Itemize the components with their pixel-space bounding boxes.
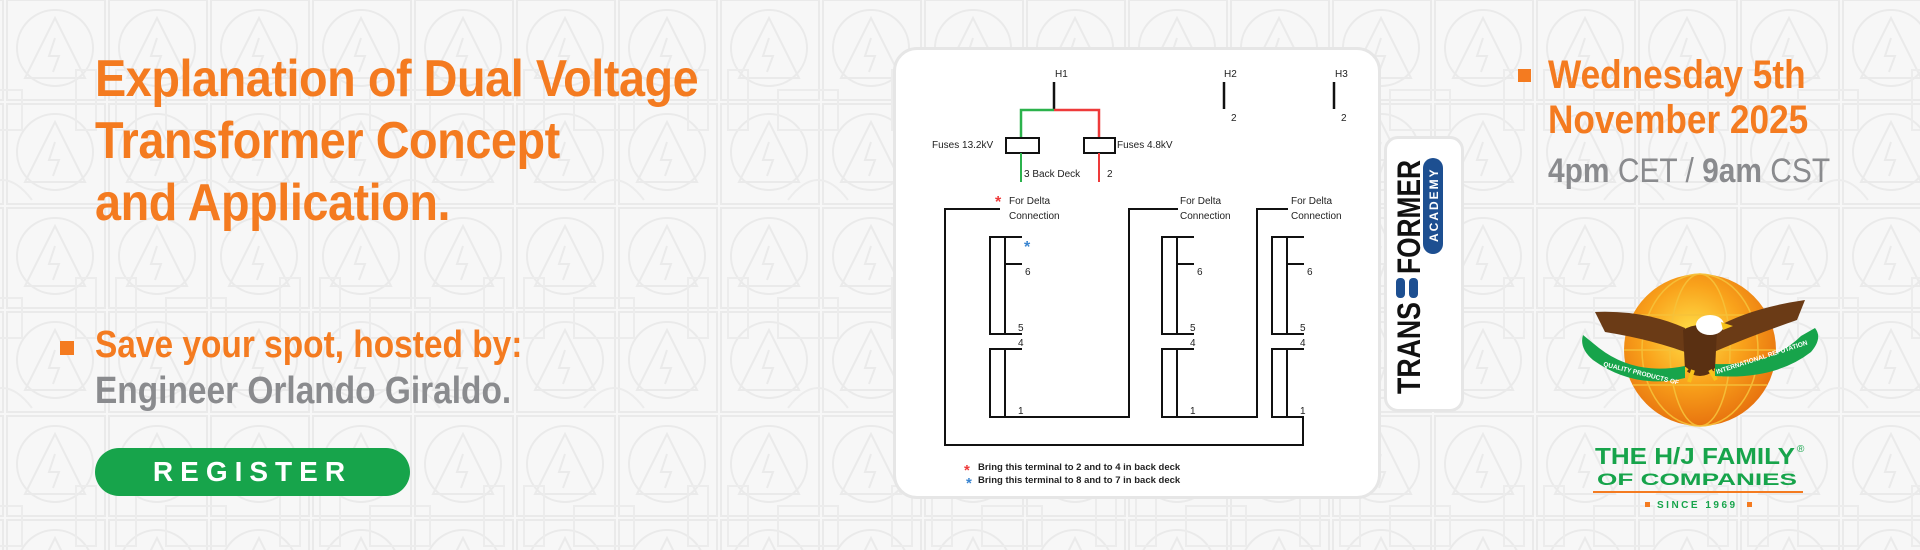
legend-line-1: Bring this terminal to 2 and to 4 in bac… <box>978 462 1181 473</box>
globe-gridlines <box>1624 273 1776 427</box>
back-deck-right-label: 2 <box>1107 169 1113 180</box>
event-month-year: November 2025 <box>1548 98 1809 142</box>
logo-word-trans: TRANS <box>1391 302 1427 394</box>
fuse-left-label: Fuses 13.2kV <box>932 140 993 151</box>
hj-name-line-2: OF COMPANIES <box>1597 470 1797 489</box>
since-dot-right <box>1747 502 1752 507</box>
delta-loop <box>944 208 1304 446</box>
logo-academy-tab <box>1423 158 1443 254</box>
coil-1-terminal-1: 1 <box>1018 406 1024 417</box>
h3-terminal: 2 <box>1341 113 1347 124</box>
hj-since: SINCE 1969 <box>1657 500 1738 511</box>
label-h1: H1 <box>1055 69 1068 80</box>
delta-label-1b: Connection <box>1009 211 1060 222</box>
label-h2: H2 <box>1224 69 1237 80</box>
host-label: Save your spot, hosted by: <box>95 324 523 366</box>
coil-groups <box>989 236 1304 418</box>
coil-3-terminal-4: 4 <box>1300 338 1306 349</box>
diagram-card <box>893 47 1381 499</box>
event-weekday-day: Wednesday 5th <box>1548 52 1806 98</box>
host-name: Engineer Orlando Giraldo. <box>95 370 512 412</box>
coil-3-terminal-5: 5 <box>1300 323 1306 334</box>
green-wire <box>1019 108 1054 138</box>
transformer-academy-logo: TRANS FORMER ACADEMY <box>1391 158 1443 394</box>
star-blue-marker: * <box>1024 239 1031 256</box>
coil-1-terminal-4: 4 <box>1018 338 1024 349</box>
coil-2-terminal-4: 4 <box>1190 338 1196 349</box>
coil-2-terminal-6: 6 <box>1197 267 1203 278</box>
fuse-13-2kv <box>1005 137 1040 154</box>
delta-label-1a: For Delta <box>1009 196 1051 207</box>
logo-word-former: FORMER <box>1391 160 1427 274</box>
eagle-icon <box>1595 300 1805 383</box>
coil-2-terminal-1: 1 <box>1190 406 1196 417</box>
coil-2-terminal-5: 5 <box>1190 323 1196 334</box>
red-wire <box>1054 108 1101 138</box>
event-zone-1: CET / <box>1617 152 1694 190</box>
since-dot-left <box>1645 502 1650 507</box>
event-times: 4pm CET / 9am CST <box>1548 151 1830 191</box>
event-time-1: 4pm <box>1548 152 1610 190</box>
bullet-square-icon <box>1518 69 1531 82</box>
label-h3: H3 <box>1335 69 1348 80</box>
headline-line-1: Explanation of Dual Voltage <box>95 50 699 108</box>
delta-star-red: * <box>995 194 1002 211</box>
event-time-2: 9am <box>1702 152 1762 190</box>
event-zone-2: CST <box>1770 152 1831 190</box>
logo-word-academy: ACADEMY <box>1427 167 1441 242</box>
legend-star-red: * <box>964 462 970 479</box>
hj-name-line-1: THE H/J FAMILY <box>1595 443 1795 469</box>
h2-terminal: 2 <box>1231 113 1237 124</box>
delta-label-3a: For Delta <box>1291 196 1333 207</box>
bullet-square-icon <box>60 341 74 355</box>
fuse-4-8kv <box>1083 137 1116 154</box>
event-day: 5th <box>1752 53 1806 97</box>
event-weekday: Wednesday <box>1548 53 1743 97</box>
hj-registered-mark: ® <box>1797 444 1805 455</box>
delta-label-2a: For Delta <box>1180 196 1222 207</box>
coil-3-terminal-6: 6 <box>1307 267 1313 278</box>
headline-line-3: and Application. <box>95 174 451 232</box>
legend-star-blue: * <box>966 475 972 492</box>
coil-1-terminal-5: 5 <box>1018 323 1024 334</box>
coil-3-terminal-1: 1 <box>1300 406 1306 417</box>
coil-1-terminal-6: 6 <box>1025 267 1031 278</box>
back-deck-left-label: 3 Back Deck <box>1024 169 1081 180</box>
headline: Explanation of Dual Voltage Transformer … <box>95 48 699 234</box>
fuse-right-label: Fuses 4.8kV <box>1117 140 1173 151</box>
logo-bar-top-icon <box>1396 278 1405 298</box>
register-button[interactable]: REGISTER <box>95 448 410 496</box>
hj-family-logo: QUALITY PRODUCTS OF INTERNATIONAL REPUTA… <box>1582 273 1819 511</box>
headline-line-2: Transformer Concept <box>95 112 560 170</box>
delta-label-2b: Connection <box>1180 211 1231 222</box>
legend-line-2: Bring this terminal to 8 and to 7 in bac… <box>978 475 1181 486</box>
delta-label-3b: Connection <box>1291 211 1342 222</box>
logo-bar-bottom-icon <box>1409 278 1418 298</box>
